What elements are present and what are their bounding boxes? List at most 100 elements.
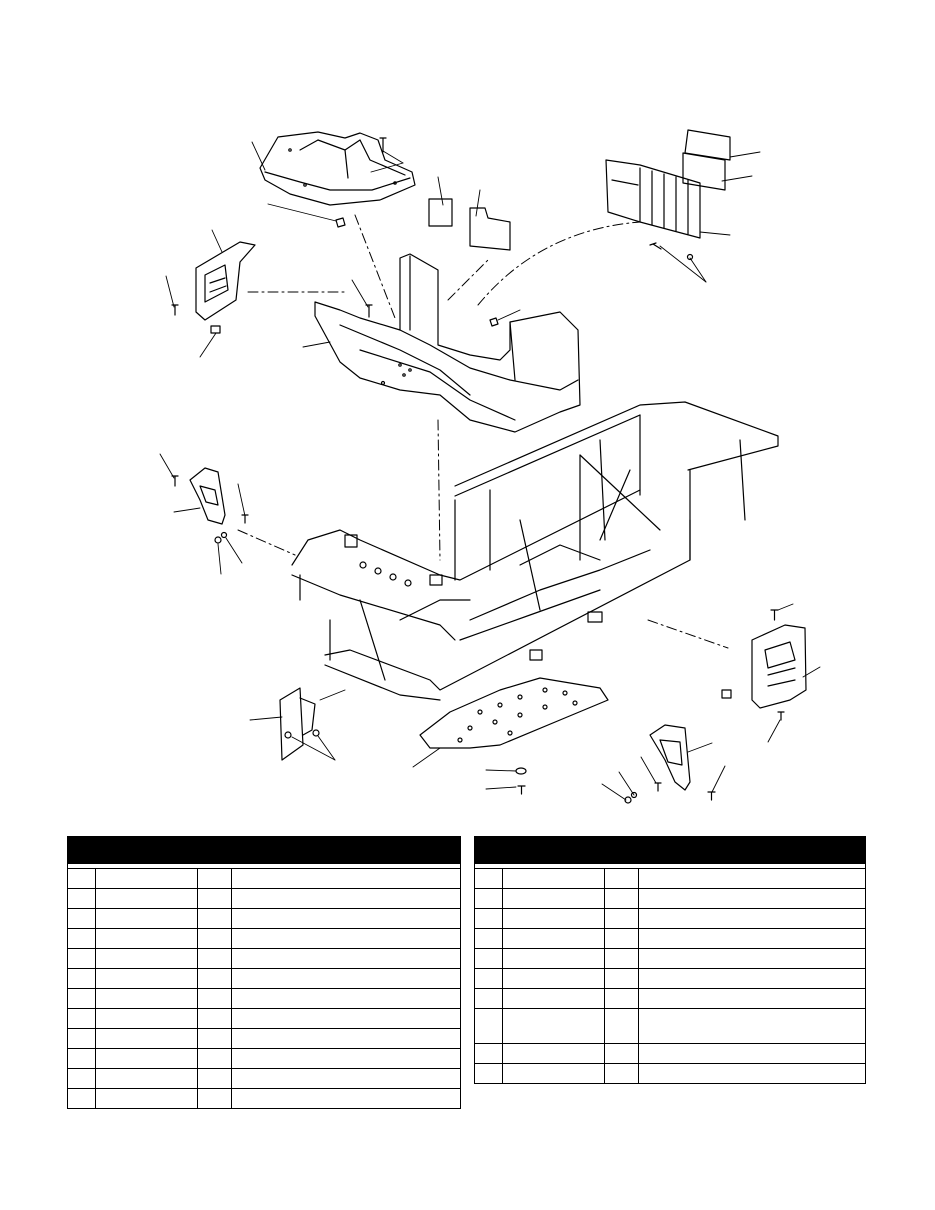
table-spacer-row (474, 863, 866, 869)
rear-panel (605, 159, 701, 239)
table-header-row (474, 836, 866, 864)
description-cell (231, 968, 461, 989)
description-cell (231, 948, 461, 969)
qty-cell (604, 888, 639, 909)
part-number-cell (95, 928, 198, 949)
ref-cell (67, 1028, 96, 1049)
table-row (67, 868, 461, 889)
upper-floor-cover (259, 131, 416, 206)
qty-cell (197, 888, 232, 909)
table-body (67, 863, 461, 1109)
part-number-cell (95, 948, 198, 969)
ref-cell (474, 868, 503, 889)
description-cell (638, 1043, 866, 1064)
part-number-cell (502, 908, 605, 929)
part-number-cell (95, 888, 198, 909)
exploded-parts-diagram (159, 129, 821, 804)
ref-cell (474, 988, 503, 1009)
qty-cell (604, 1043, 639, 1064)
description-cell (231, 928, 461, 949)
description-cell (638, 968, 866, 989)
description-cell (231, 868, 461, 889)
ref-cell (474, 948, 503, 969)
ref-cell (474, 1008, 503, 1044)
table-row (67, 1028, 461, 1049)
ref-cell (67, 968, 96, 989)
description-cell (231, 888, 461, 909)
right-front-bracket (649, 724, 691, 791)
table-row (67, 928, 461, 949)
table-row (67, 1088, 461, 1109)
part-number-cell (502, 1008, 605, 1044)
table-header (67, 836, 461, 864)
table-row (474, 928, 866, 949)
qty-cell (604, 948, 639, 969)
parts-list-table-left (67, 836, 461, 1109)
main-frame (291, 401, 779, 701)
qty-cell (604, 868, 639, 889)
part-number-cell (502, 1063, 605, 1084)
qty-cell (197, 948, 232, 969)
qty-cell (197, 1048, 232, 1069)
ref-cell (67, 1088, 96, 1109)
part-number-cell (95, 1008, 198, 1029)
table-row (474, 1008, 866, 1044)
part-number-cell (502, 888, 605, 909)
description-cell (231, 1048, 461, 1069)
ref-cell (67, 908, 96, 929)
table-row (474, 868, 866, 889)
description-cell (638, 948, 866, 969)
part-number-cell (95, 868, 198, 889)
description-cell (638, 928, 866, 949)
qty-cell (197, 1008, 232, 1029)
qty-cell (604, 928, 639, 949)
ref-cell (67, 1008, 96, 1029)
ref-cell (474, 1063, 503, 1084)
part-number-cell (95, 1068, 198, 1089)
ref-cell (474, 928, 503, 949)
decal-pieces (428, 129, 731, 251)
description-cell (231, 1008, 461, 1029)
table-row (474, 888, 866, 909)
spacer-cell (474, 863, 866, 869)
table-row (67, 888, 461, 909)
description-cell (638, 1008, 866, 1044)
ref-cell (67, 868, 96, 889)
qty-cell (197, 908, 232, 929)
table-row (67, 1048, 461, 1069)
qty-cell (197, 988, 232, 1009)
description-cell (638, 908, 866, 929)
table-row (474, 988, 866, 1009)
qty-cell (604, 908, 639, 929)
part-number-cell (502, 1043, 605, 1064)
part-number-cell (95, 908, 198, 929)
skid-plate (419, 677, 609, 749)
ref-cell (474, 1043, 503, 1064)
ref-cell (67, 888, 96, 909)
part-number-cell (502, 968, 605, 989)
ref-cell (67, 1048, 96, 1069)
description-cell (638, 868, 866, 889)
table-row (67, 948, 461, 969)
alignment-lines (237, 214, 729, 649)
qty-cell (197, 928, 232, 949)
description-cell (231, 1088, 461, 1109)
description-cell (638, 888, 866, 909)
table-row (474, 1043, 866, 1064)
spacer-cell (67, 863, 461, 869)
table-row (67, 988, 461, 1009)
qty-cell (197, 1088, 232, 1109)
table-body (474, 863, 866, 1084)
table-row (67, 1068, 461, 1089)
table-row (474, 968, 866, 989)
ref-cell (67, 928, 96, 949)
part-number-cell (95, 988, 198, 1009)
ref-cell (67, 988, 96, 1009)
description-cell (638, 988, 866, 1009)
table-row (67, 1008, 461, 1029)
qty-cell (604, 988, 639, 1009)
part-number-cell (95, 1048, 198, 1069)
right-side-panel (751, 624, 807, 709)
qty-cell (197, 1068, 232, 1089)
table-header-row (67, 836, 461, 864)
